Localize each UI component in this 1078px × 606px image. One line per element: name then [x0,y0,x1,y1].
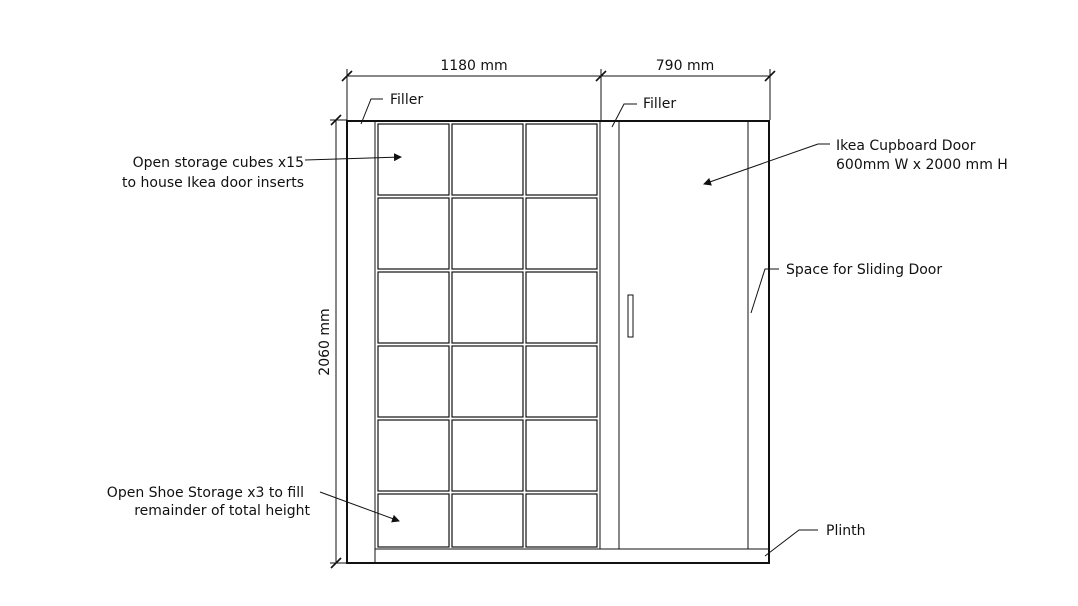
storage-cube [377,197,450,270]
storage-cube [525,345,598,418]
storage-cube [525,419,598,492]
storage-cube [377,419,450,492]
storage-cube [525,123,598,196]
storage-cubes-label-line1: Open storage cubes x15 [133,155,304,171]
storage-cube [451,345,524,418]
shoe-storage-leader [319,491,400,523]
filler-right-callout: Filler [611,96,676,128]
height-dimension: 2060 mm [317,114,347,569]
shoe-storage-cube [525,493,598,548]
filler-left-label: Filler [390,92,423,108]
width-tick-middle [595,70,607,82]
storage-cubes-callout: Open storage cubes x15 to house Ikea doo… [122,153,402,191]
storage-cube [525,197,598,270]
shoe-storage-callout: Open Shoe Storage x3 to fill remainder o… [107,485,400,523]
width-dimension: 1180 mm 790 mm [341,58,776,120]
sliding-door-label: Space for Sliding Door [786,262,942,278]
height-tick-top [330,114,342,126]
storage-cube [377,345,450,418]
storage-cube [377,271,450,344]
storage-grid [377,123,598,548]
width-left-label: 1180 mm [440,58,507,74]
width-right-label: 790 mm [656,58,714,74]
door-handle [627,294,634,338]
storage-cube [525,271,598,344]
filler-left-callout: Filler [360,92,423,125]
storage-cube [451,419,524,492]
shoe-storage-label-line2: remainder of total height [134,503,310,519]
height-label: 2060 mm [317,308,333,375]
plinth-callout: Plinth [764,523,865,557]
storage-cube [377,123,450,196]
filler-right-leader [611,103,637,128]
height-tick-bottom [330,557,342,569]
width-tick-right [764,70,776,82]
cupboard-door-label-line1: Ikea Cupboard Door [836,138,976,154]
shoe-storage-label-line1: Open Shoe Storage x3 to fill [107,485,304,501]
filler-left-leader [360,98,383,125]
filler-right-label: Filler [643,96,676,112]
cupboard-door-callout: Ikea Cupboard Door 600mm W x 2000 mm H [703,138,1008,186]
storage-cube [451,197,524,270]
cupboard-door-leader [703,143,819,186]
cupboard-door [627,121,749,549]
sliding-door-callout: Space for Sliding Door [750,262,942,314]
cupboard-door-label-line2: 600mm W x 2000 mm H [836,157,1008,173]
plinth-leader [764,529,818,557]
sliding-door-leader [750,268,779,314]
wardrobe-outer-frame [346,120,770,564]
storage-cubes-leader [304,153,402,162]
storage-cube [451,271,524,344]
storage-cubes-label-line2: to house Ikea door inserts [122,175,304,191]
shoe-storage-cube [377,493,450,548]
storage-cube [451,123,524,196]
shoe-storage-cube [451,493,524,548]
width-tick-left [341,70,353,82]
plinth-label: Plinth [826,523,865,539]
